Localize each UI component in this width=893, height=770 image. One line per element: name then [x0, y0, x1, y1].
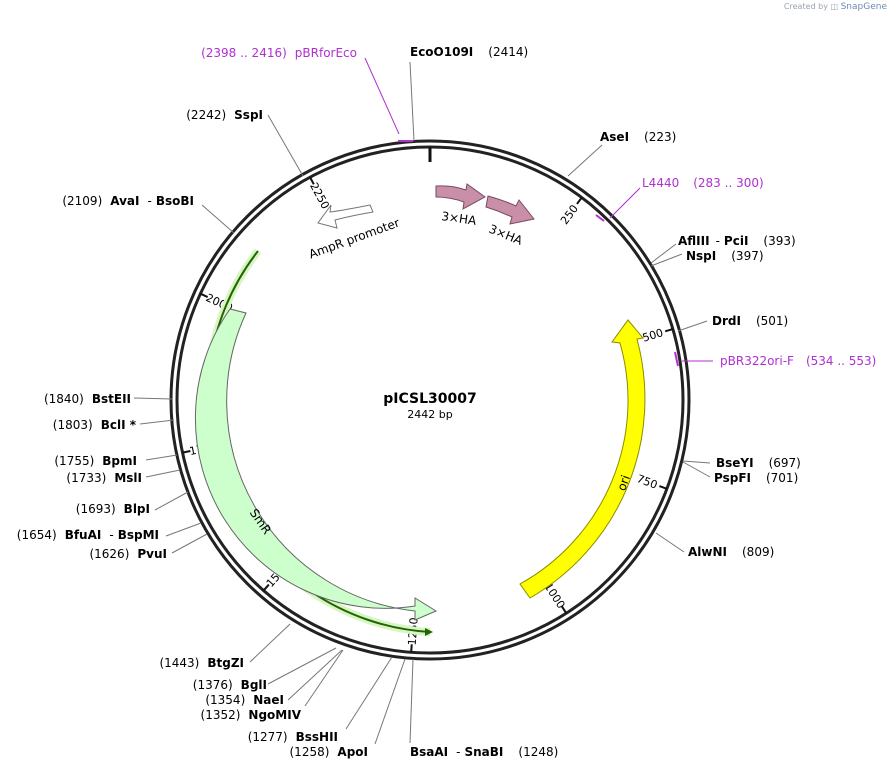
primer-pbr322orif-name: pBR322ori-F	[720, 354, 794, 368]
enzyme-bsaai-snabi: BsaAI-SnaBI(1248)	[410, 745, 558, 759]
leader-lines	[133, 57, 713, 745]
enzyme-bfuai-bspmi: (1654)BfuAI-BspMI	[17, 528, 159, 542]
primer-l4440-name: L4440	[642, 176, 679, 190]
enzyme-bsteii: (1840)BstEII	[44, 392, 131, 406]
plasmid-name: pICSL30007	[383, 391, 476, 407]
credit-text: Created by	[783, 2, 828, 11]
plasmid-size: 2442 bp	[407, 408, 452, 421]
feature-ori	[519, 319, 646, 599]
tick-mark	[309, 176, 315, 185]
snapgene-credit: Created by ◫ SnapGene	[784, 2, 887, 12]
enzyme-nspi: NspI(397)	[686, 249, 764, 263]
backbone-outer-ring	[169, 139, 691, 661]
tick-mark	[262, 583, 270, 592]
enzyme-alwni: AlwNI(809)	[688, 545, 774, 559]
enzyme-drdi: DrdI(501)	[712, 314, 788, 328]
enzyme-afliii-pcii: AflIII-PciI(393)	[678, 234, 796, 248]
smr-highlight-line	[206, 250, 431, 633]
tick-mark	[199, 292, 209, 298]
enzyme-asei: AseI(223)	[600, 130, 676, 144]
tick-label: 250	[558, 202, 581, 227]
tick-mark	[561, 605, 568, 614]
enzyme-sspi: (2242)SspI	[186, 108, 263, 122]
credit-brand: SnapGene	[840, 2, 887, 12]
tick-mark	[410, 644, 413, 653]
feature-ori-label: ori	[614, 473, 632, 492]
enzyme-bseyi: BseYI(697)	[716, 456, 801, 470]
tick-label: 2250	[307, 181, 332, 212]
enzyme-btgzi: (1443)BtgZI	[159, 656, 244, 670]
smr-highlight-glow	[203, 248, 431, 636]
tick-label: 750	[635, 472, 659, 492]
smr-highlight-arrowhead	[425, 628, 433, 636]
feature-ampr-promoter	[317, 204, 374, 229]
tick-mark	[659, 485, 668, 490]
enzyme-msli: (1733)MslI	[66, 471, 142, 485]
tick-mark	[576, 196, 583, 205]
enzyme-pvui: (1626)PvuI	[89, 547, 167, 561]
primer-pbrforeco-label: (2398 .. 2416) pBRforEco	[201, 46, 357, 60]
primer-pbr322orif-range: (534 .. 553)	[806, 354, 876, 368]
feature-3xha-2-label: 3×HA	[487, 222, 525, 248]
primer-l4440-label: L4440 (283 .. 300)	[642, 176, 764, 190]
enzyme-naei: (1354)NaeI	[205, 693, 284, 707]
primer-pbrforeco-range: (2398 .. 2416)	[201, 46, 287, 60]
enzyme-blpi: (1693)BlpI	[76, 502, 150, 516]
tick-mark	[182, 450, 191, 454]
enzyme-pspfi: PspFI(701)	[714, 471, 798, 485]
primer-l4440-range: (283 .. 300)	[693, 176, 763, 190]
enzyme-bcli: (1803)BclI *	[53, 418, 137, 432]
enzyme-bgli: (1376)BglI	[193, 678, 267, 692]
enzyme-ecoo109i: EcoO109I(2414)	[410, 45, 528, 59]
snapgene-logo-icon: ◫	[830, 2, 839, 11]
feature-3xha-1-label: 3×HA	[441, 209, 478, 228]
primer-l4440-mark	[595, 214, 605, 222]
enzyme-bsshii: (1277)BssHII	[248, 730, 338, 744]
feature-smr	[194, 308, 438, 621]
enzyme-avai-bsobi: (2109)AvaI-BsoBI	[62, 194, 194, 208]
tick-label: 500	[641, 326, 665, 344]
primer-pbrforeco-name: pBRforEco	[295, 46, 357, 60]
primer-pbr322orif-label: pBR322ori-F (534 .. 553)	[720, 354, 876, 368]
primer-pbr322orif-mark	[674, 351, 679, 367]
enzyme-apoi: (1258)ApoI	[290, 745, 369, 759]
tick-mark	[664, 328, 674, 333]
enzyme-ngomiv: (1352)NgoMIV	[201, 708, 302, 722]
feature-3xha-1	[435, 183, 486, 210]
enzyme-bpmi: (1755)BpmI	[54, 454, 137, 468]
feature-3xha-2	[485, 195, 535, 225]
